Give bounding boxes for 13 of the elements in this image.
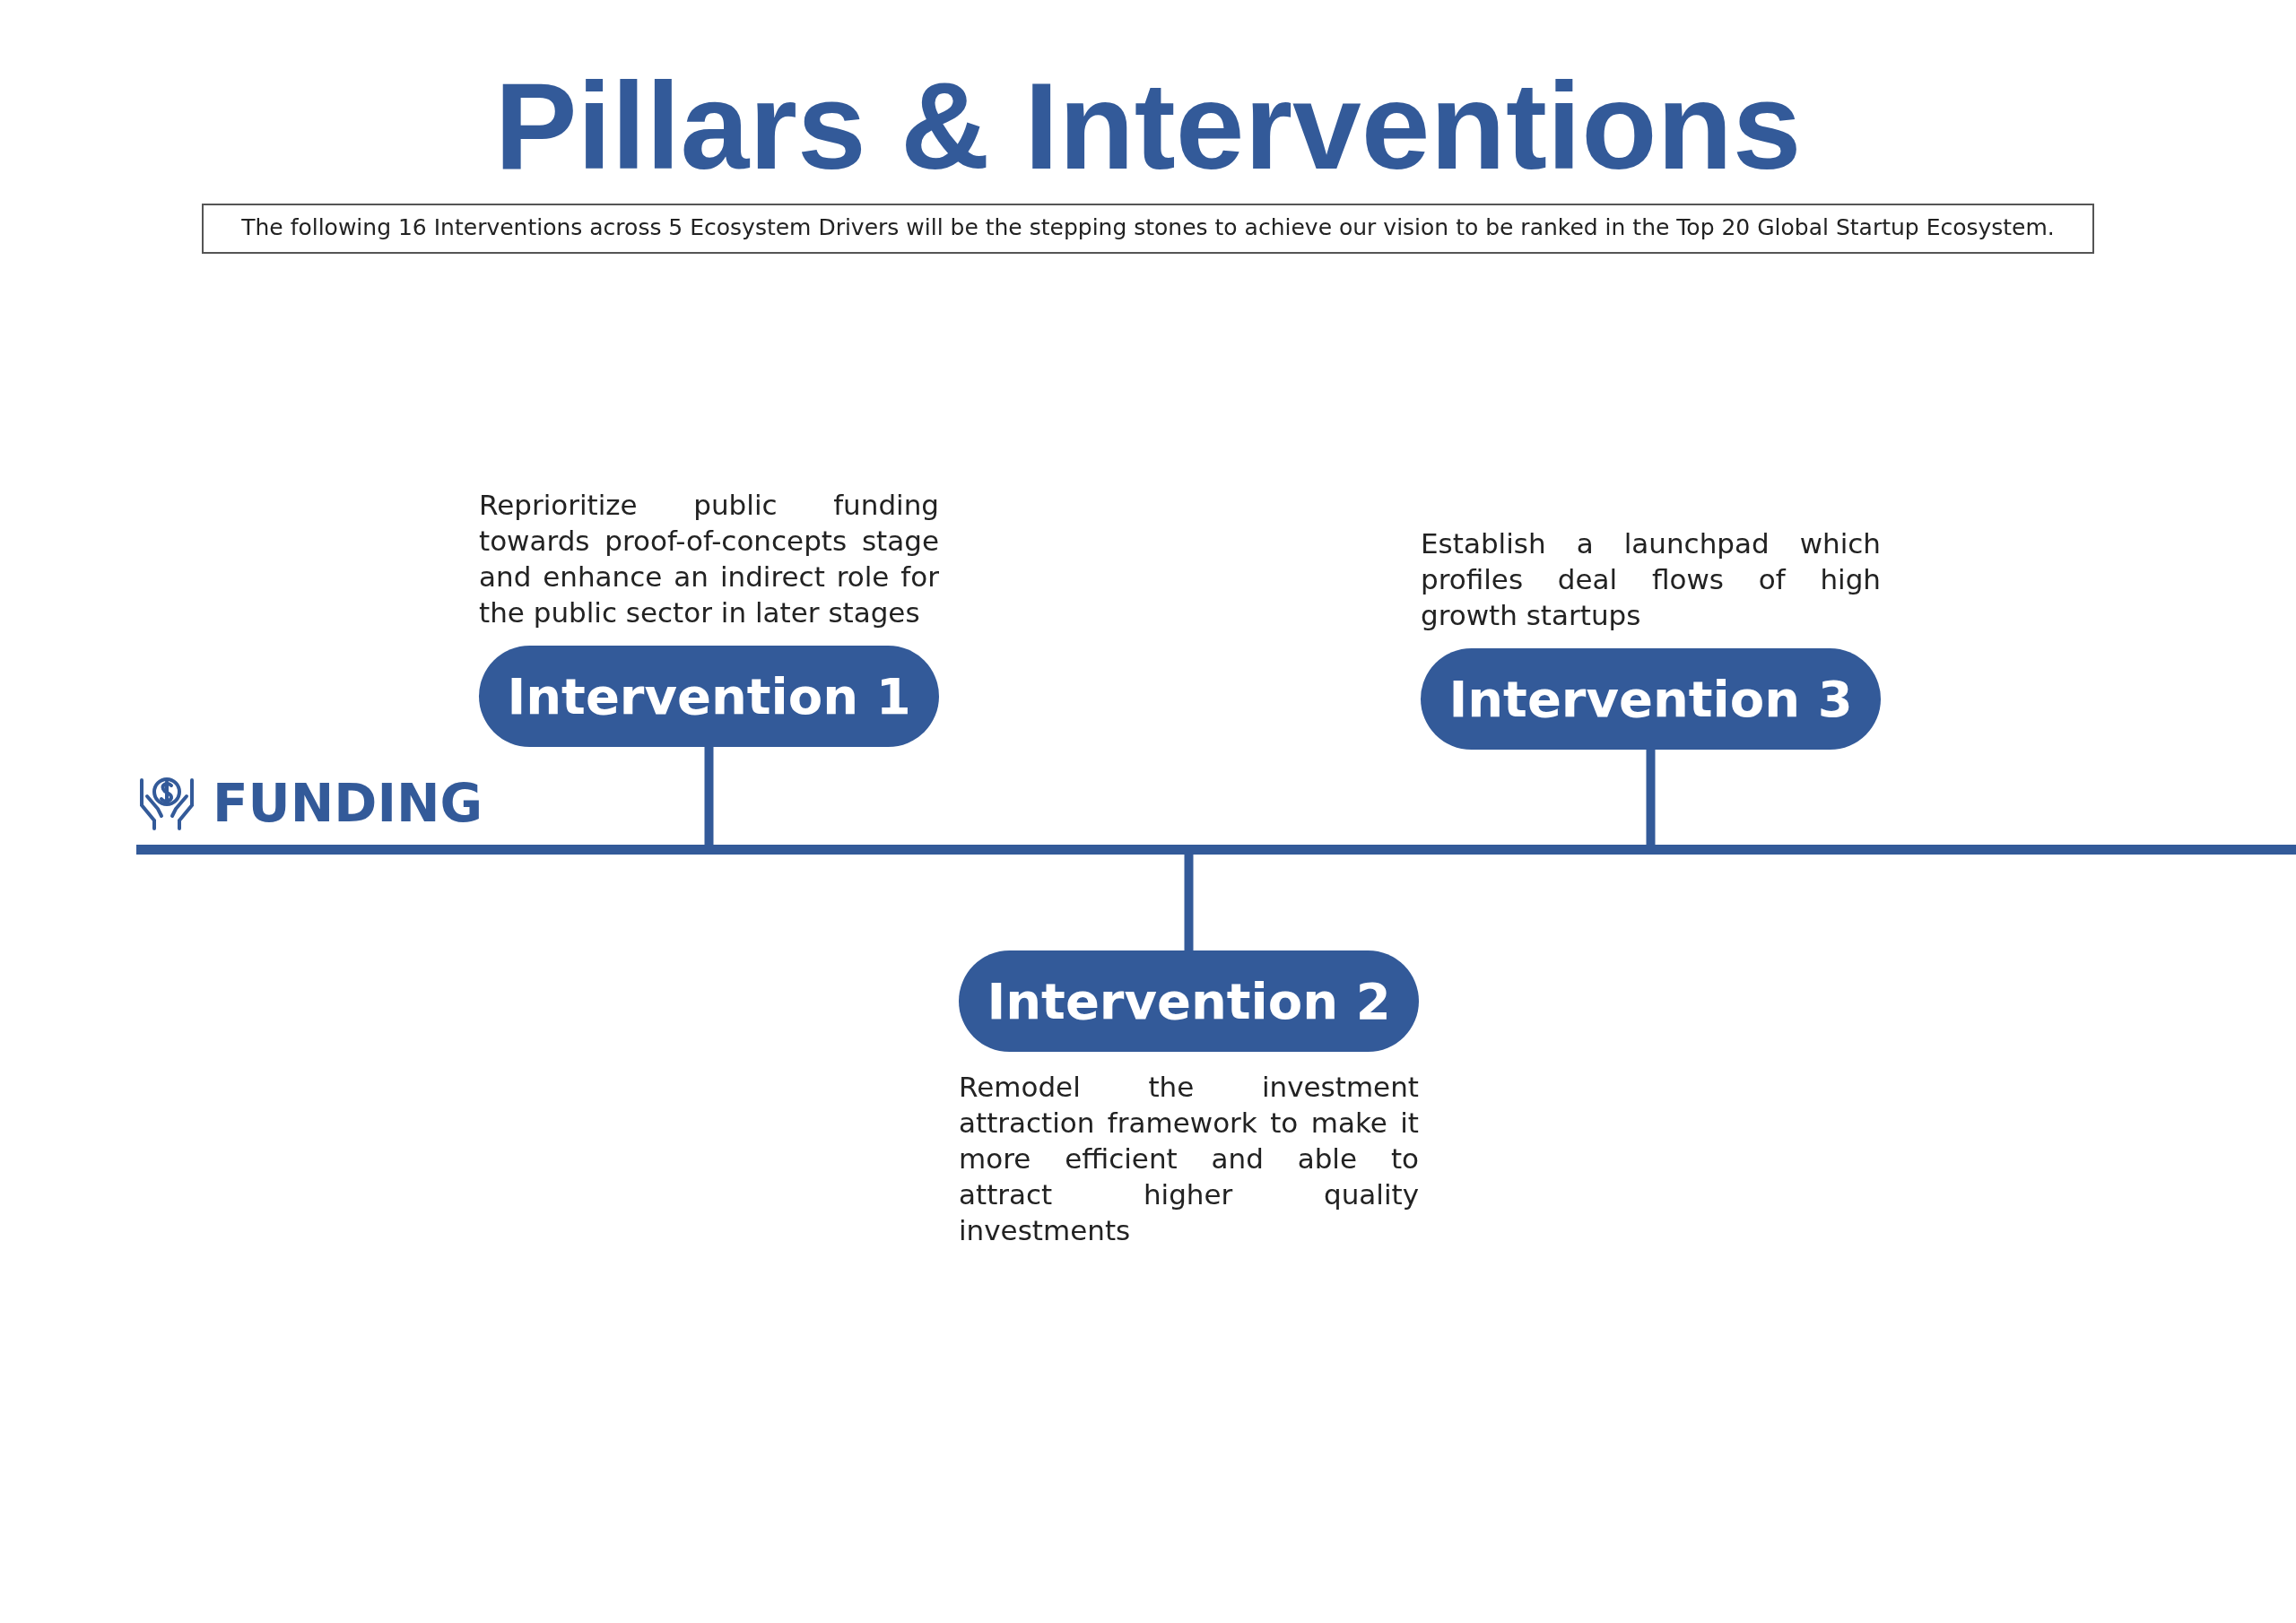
description-text: Reprioritize public funding towards proof-of-concepts stage and enhance an indirect role for the public sector in later stages — [479, 488, 939, 630]
connector-line — [1646, 750, 1656, 845]
intervention-pill: Intervention 2 — [959, 950, 1419, 1052]
section-label: FUNDING — [213, 775, 483, 832]
title: Pillars & Interventions — [493, 56, 1803, 196]
timeline-bar — [136, 845, 2296, 855]
caption-box: The following 16 Interventions across 5 Ecosystem Drivers will be the stepping stones to achieve our vision to be ranked in the Top 20 Global Startup Ecosystem. — [202, 204, 2094, 254]
description-text: Establish a launchpad which profiles deal flows of high growth startups — [1421, 526, 1881, 633]
description-text: Remodel the investment attraction framework to make it more efficient and able to attract higher quality investments — [959, 1070, 1419, 1248]
connector-line — [704, 747, 714, 845]
intervention-pill: Intervention 3 — [1421, 648, 1881, 750]
connector-line — [1184, 855, 1194, 950]
intervention-pill: Intervention 1 — [479, 646, 939, 747]
